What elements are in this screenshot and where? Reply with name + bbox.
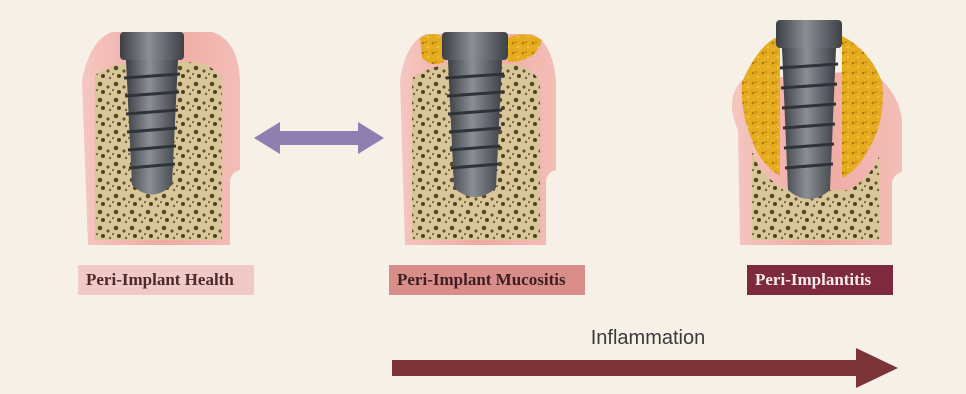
stage-label-implantitis: Peri-Implantitis [747,265,893,295]
right-arrow-icon [392,348,898,388]
stage-label-health: Peri-Implant Health [78,265,254,295]
inflammation-label: Inflammation [548,327,748,350]
panel-health [82,32,240,245]
double-headed-arrow-icon [254,122,384,154]
panel-implantitis [732,20,902,245]
stage-label-mucositis: Peri-Implant Mucositis [389,265,585,295]
panel-mucositis [400,32,556,245]
